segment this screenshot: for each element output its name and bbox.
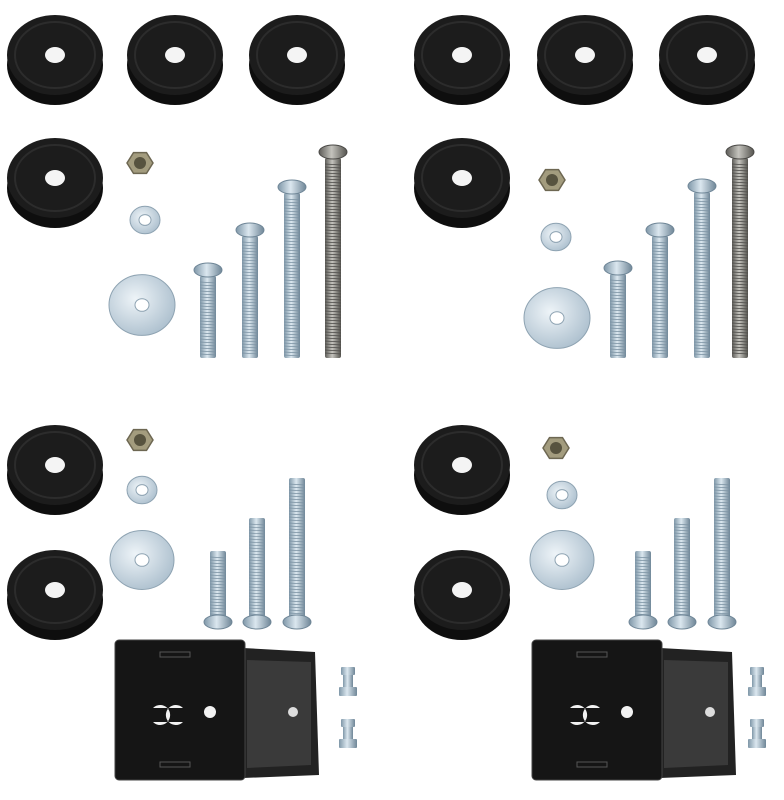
bolt	[282, 478, 312, 630]
hex-nut	[126, 428, 154, 452]
hex-nut	[542, 436, 570, 460]
large-washer	[529, 530, 595, 590]
small-washer	[126, 475, 158, 505]
rubber-puck	[414, 550, 510, 640]
rubber-puck	[7, 138, 103, 228]
rubber-puck	[537, 15, 633, 105]
small-washer	[546, 480, 578, 510]
bolt	[242, 518, 272, 630]
bolt	[235, 222, 265, 358]
rubber-puck	[414, 138, 510, 228]
bolt	[707, 478, 737, 630]
small-bolt	[339, 719, 357, 748]
small-bolt	[748, 719, 766, 748]
small-washer	[540, 222, 572, 252]
mounting-bracket	[114, 639, 319, 781]
mounting-bracket	[531, 639, 736, 781]
rubber-puck	[127, 15, 223, 105]
small-washer	[129, 205, 161, 235]
rubber-puck	[414, 425, 510, 515]
bolt	[725, 144, 755, 358]
rubber-puck	[7, 550, 103, 640]
rubber-puck	[659, 15, 755, 105]
bolt	[318, 144, 348, 358]
bolt	[667, 518, 697, 630]
rubber-puck	[249, 15, 345, 105]
hex-nut	[538, 168, 566, 192]
large-washer	[109, 530, 175, 590]
hex-nut	[126, 151, 154, 175]
rubber-puck	[7, 425, 103, 515]
small-bolt	[339, 667, 357, 696]
bolt	[277, 179, 307, 358]
bolt	[687, 178, 717, 358]
small-bolt	[748, 667, 766, 696]
large-washer	[523, 287, 591, 349]
rubber-puck	[7, 15, 103, 105]
rubber-puck	[414, 15, 510, 105]
bolt	[193, 262, 223, 358]
bolt	[645, 222, 675, 358]
bolt	[603, 260, 633, 358]
large-washer	[108, 274, 176, 336]
bolt	[628, 551, 658, 630]
bolt	[203, 551, 233, 630]
